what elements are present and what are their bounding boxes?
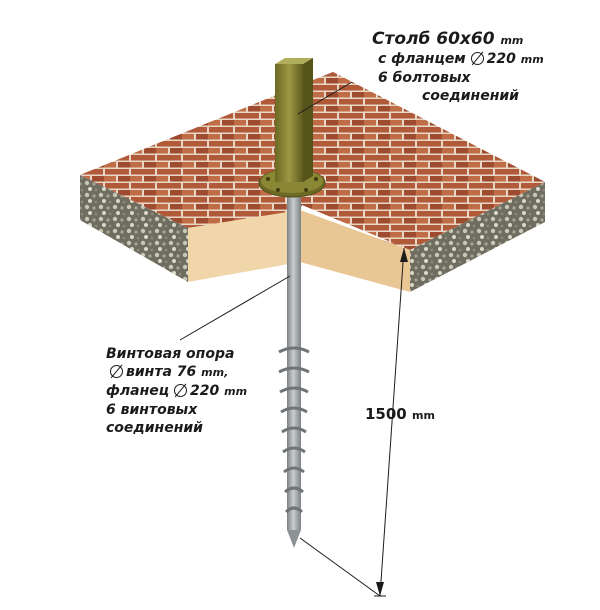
depth-callout: 1500 mm	[365, 405, 435, 423]
pile-callout-line1: Винтовая опора	[106, 346, 235, 362]
pile-leader-line	[179, 275, 291, 341]
pile-callout-line4: 6 винтовых	[106, 402, 198, 418]
soil-cutaway-left	[188, 210, 300, 282]
diameter-icon	[174, 384, 188, 397]
post-callout-line2: с фланцем 220 mm	[378, 51, 544, 67]
dimension-arrow-bottom	[376, 582, 384, 596]
post-body	[275, 64, 303, 182]
post-callout-line1: Столб 60х60 mm	[372, 29, 524, 49]
post-side	[303, 58, 313, 182]
dimension-arrow-top	[400, 248, 408, 262]
pile-callout: Винтовая опора винта 76 mm, фланец 220 m…	[106, 345, 247, 437]
diameter-icon	[110, 365, 123, 378]
post-assembly	[258, 58, 326, 198]
post-leader-line	[297, 81, 353, 115]
post-callout: Столб 60х60 mm с фланцем 220 mm 6 болтов…	[372, 30, 544, 105]
post-callout-line3: 6 болтовых	[378, 70, 471, 86]
pile-tip	[287, 530, 301, 548]
soil-cutaway-right	[300, 210, 410, 292]
pile-callout-line5: соединений	[106, 420, 203, 436]
dimension-line	[379, 247, 405, 597]
diameter-icon	[470, 52, 484, 65]
screw-pile	[278, 195, 310, 548]
depth-unit: mm	[411, 409, 435, 422]
pile-helix	[278, 346, 310, 514]
dimension-extension	[299, 537, 381, 597]
pile-callout-line3: фланец 220 mm	[106, 383, 248, 399]
post-top	[275, 58, 313, 64]
post-callout-line4: соединений	[422, 88, 519, 104]
depth-value: 1500	[365, 405, 407, 423]
gravel-edge-left	[80, 175, 188, 282]
pile-shaft	[287, 195, 301, 530]
pile-callout-line2: винта 76 mm,	[106, 363, 247, 382]
gravel-edge-right	[410, 182, 545, 292]
